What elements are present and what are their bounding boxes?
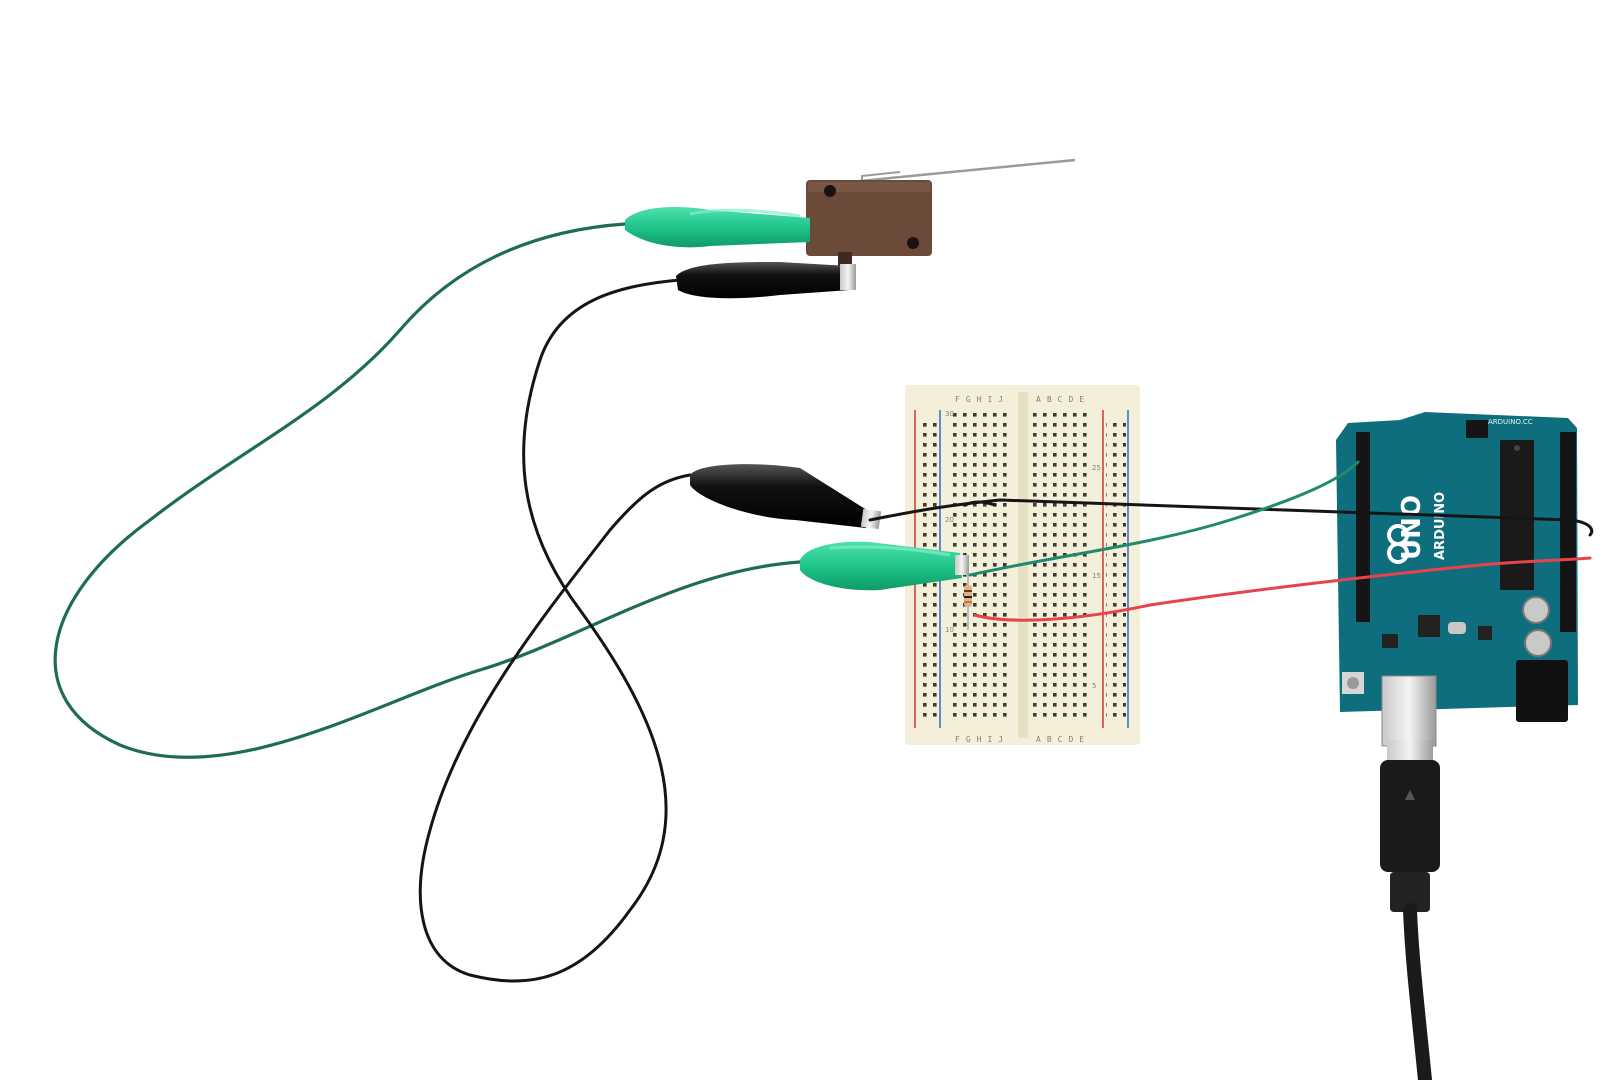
row-num-25: 25	[1092, 464, 1101, 472]
usb-cable-line	[1403, 903, 1432, 1080]
row-num-30: 30	[945, 410, 954, 418]
switch-mount-hole-right	[907, 237, 919, 249]
row-num-15: 15	[1092, 572, 1101, 580]
microswitch	[806, 158, 1076, 266]
dc-jack	[1516, 660, 1568, 722]
black-clip-breadboard	[690, 464, 882, 530]
switch-mount-hole-left	[824, 185, 836, 197]
green-jumper	[968, 460, 1360, 577]
capacitor-1	[1522, 596, 1550, 624]
breadboard-letters-left-top: FGHIJ	[955, 395, 1009, 404]
black-clip-top	[676, 262, 856, 299]
long-wires	[53, 222, 802, 983]
red-jumper	[973, 556, 1592, 622]
capacitor-2	[1524, 629, 1552, 657]
green-wire-long	[53, 222, 802, 759]
black-wire-long	[418, 278, 692, 983]
black-jumper	[868, 498, 1594, 537]
row-num-20: 20	[945, 516, 954, 524]
breadboard-letters-right-top: ABCDE	[1036, 395, 1090, 404]
arduino-infinity-logo	[1387, 524, 1409, 564]
row-num-10: 10	[945, 626, 954, 634]
arduino-brand-text: ARDUINO	[1433, 492, 1448, 560]
green-clip-breadboard	[800, 541, 969, 591]
usb-cable	[1380, 740, 1440, 1080]
power-analog-header	[1560, 432, 1576, 632]
arduino-uno: UNO ARDUINO ARDUINO.CC	[1336, 412, 1578, 747]
arduino-website-text: ARDUINO.CC	[1488, 418, 1533, 426]
row-num-5: 5	[1092, 682, 1096, 690]
strip-holes-right	[1033, 408, 1093, 723]
breadboard-letters-right-bottom: ABCDE	[1036, 735, 1090, 744]
switch-lever-wire	[859, 158, 1076, 183]
rail-holes-right	[1106, 420, 1126, 720]
usb-port	[1381, 675, 1437, 747]
jumper-wires	[868, 460, 1594, 622]
digital-header	[1356, 432, 1370, 622]
black-jumper-short	[963, 500, 997, 507]
usb-connector-body	[1380, 760, 1440, 872]
green-clip-top	[625, 207, 810, 248]
switch-body	[806, 180, 932, 256]
breadboard-letters-left-bottom: FGHIJ	[955, 735, 1009, 744]
atmega-chip	[1500, 440, 1534, 590]
